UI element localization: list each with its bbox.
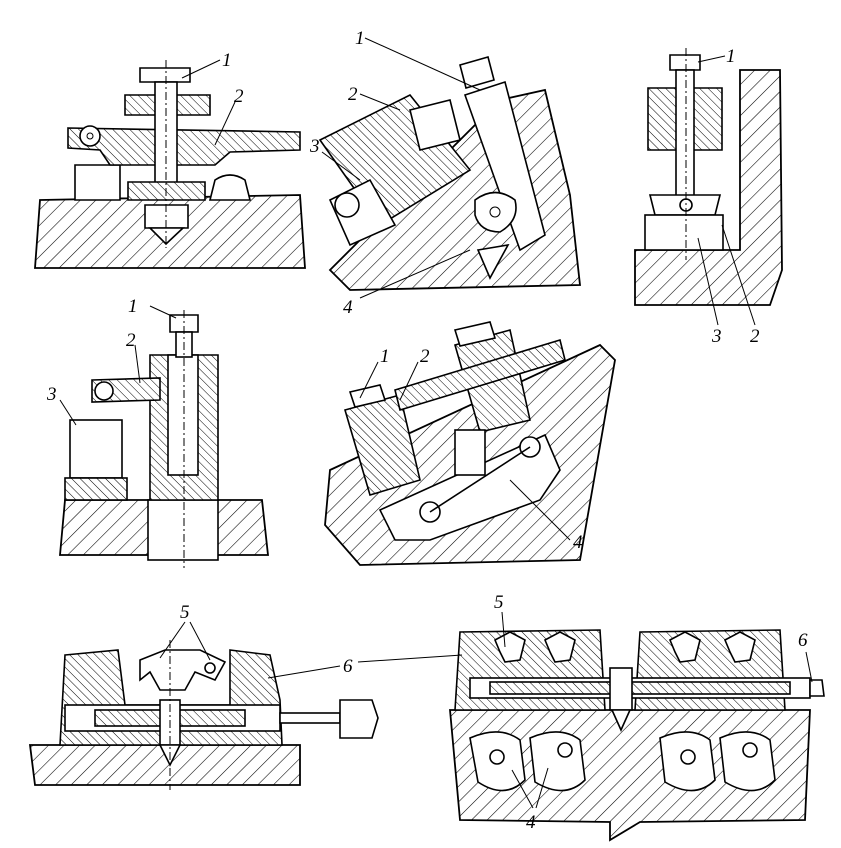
leader-2	[721, 224, 756, 326]
leader-3	[697, 237, 719, 326]
label-4: 4	[343, 297, 353, 318]
cam-pivot-3-icon	[680, 749, 696, 765]
label-2: 2	[750, 326, 760, 347]
leader-1	[149, 305, 177, 319]
block-base	[64, 477, 128, 501]
leader-6-link	[357, 654, 463, 663]
leader-2	[399, 361, 419, 401]
leader-4	[509, 479, 571, 541]
jaw-left-right	[543, 631, 576, 663]
screw-shaft	[167, 354, 199, 476]
label-5: 5	[180, 602, 190, 623]
cone-tip	[476, 243, 510, 280]
screw-head-left	[348, 384, 387, 408]
label-5: 5	[494, 592, 504, 613]
screw-head	[169, 314, 199, 333]
label-1: 1	[726, 46, 736, 67]
center-stem	[454, 429, 486, 476]
crossbar	[394, 338, 566, 412]
leader-2	[134, 344, 141, 384]
label-1: 1	[380, 346, 390, 367]
label-4: 4	[573, 532, 583, 553]
leader-4a	[511, 769, 534, 809]
clamp-lever	[67, 127, 301, 166]
screw-knob	[339, 699, 379, 739]
label-6: 6	[798, 630, 808, 651]
label-4: 4	[526, 812, 536, 833]
cam-center-icon	[489, 206, 501, 218]
side-jaw	[208, 174, 252, 201]
jaw-right-right	[723, 631, 756, 663]
eccentric-cam	[474, 191, 517, 233]
label-2: 2	[234, 86, 244, 107]
linkage-4	[429, 446, 531, 513]
label-1: 1	[128, 296, 138, 317]
figure-f: 5 6	[28, 602, 379, 790]
figure-g: 5 6 4	[357, 592, 825, 842]
label-2: 2	[348, 84, 358, 105]
label-2: 2	[126, 330, 136, 351]
leader-1	[697, 55, 726, 63]
lower-housing	[147, 499, 219, 561]
label-1: 1	[355, 28, 365, 49]
figure-e: 1 2 4	[324, 321, 616, 566]
leader-3	[59, 399, 77, 426]
left-support	[74, 164, 121, 201]
cam-pivot-1-icon	[489, 749, 505, 765]
l-body	[634, 69, 783, 306]
figure-b: 1 2 3 4	[309, 28, 582, 318]
leader-4	[359, 249, 471, 299]
pivot-pin-icon	[79, 125, 101, 147]
label-3: 3	[309, 136, 320, 157]
figure-a: 1 2	[34, 50, 306, 269]
label-3: 3	[46, 384, 57, 405]
label-2: 2	[420, 346, 430, 367]
leader-6	[805, 651, 813, 683]
block-3	[69, 419, 123, 479]
leader-1	[181, 59, 221, 79]
pivot-icon	[334, 192, 360, 218]
leader-6	[267, 665, 341, 679]
screw-end	[809, 679, 825, 697]
jaw-pin-icon	[204, 662, 216, 674]
jaw-5-left	[493, 631, 526, 663]
leader-4b	[535, 767, 549, 809]
arm-pivot-icon	[94, 381, 114, 401]
leader-5b	[189, 621, 211, 661]
block-3	[644, 214, 724, 251]
leader-5	[501, 611, 506, 648]
pivot-center-icon	[86, 132, 94, 140]
top-block	[409, 99, 461, 151]
label-1: 1	[222, 50, 232, 71]
leader-3	[321, 151, 361, 181]
screw-shaft	[675, 69, 695, 201]
center-tip	[610, 709, 632, 732]
leader-5a	[159, 621, 186, 659]
cam-lever-2	[529, 731, 586, 792]
cam-pivot-4-icon	[742, 742, 758, 758]
screw-body	[489, 681, 791, 695]
figure-d: 1 2 3	[46, 296, 270, 568]
screw-head	[669, 54, 701, 71]
screw-head-right	[453, 321, 497, 347]
leader-2	[214, 101, 236, 146]
screw-rod	[279, 712, 341, 724]
jaw-right-left	[668, 631, 701, 663]
label-6: 6	[343, 656, 353, 677]
screw-head	[139, 67, 191, 83]
clamp-jaw-5	[139, 649, 227, 691]
label-3: 3	[711, 326, 722, 347]
leader-2	[359, 93, 401, 111]
screw-head	[459, 56, 495, 89]
leader-1	[364, 37, 481, 91]
cam-pivot-2-icon	[557, 742, 573, 758]
cam-lever-4	[719, 731, 776, 792]
figure-c: 1 2 3	[634, 46, 783, 347]
leader-1	[359, 361, 379, 399]
center-nut	[609, 667, 633, 711]
